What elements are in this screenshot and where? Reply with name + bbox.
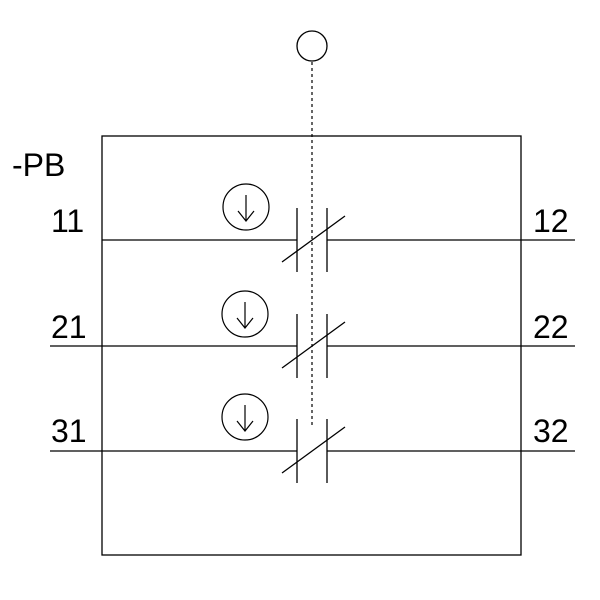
contact-bridge-1 (281, 215, 346, 263)
device-tag: -PB (12, 147, 65, 183)
contact-row-2: 21 22 (50, 290, 575, 378)
terminal-right-3: 32 (533, 413, 569, 449)
terminal-left-2: 21 (51, 309, 87, 345)
contact-bridge-2 (281, 321, 346, 369)
contact-bridge-3 (281, 426, 346, 474)
down-arrow-circle-icon (222, 183, 270, 231)
contact-row-3: 31 32 (50, 393, 575, 483)
contact-row-1: 11 12 (51, 183, 575, 272)
terminal-right-1: 12 (533, 203, 569, 239)
down-arrow-circle-icon (221, 393, 269, 441)
terminal-right-2: 22 (533, 309, 569, 345)
down-arrow-circle-icon (221, 290, 269, 338)
actuator-circle-icon (296, 30, 328, 62)
terminal-left-1: 11 (51, 203, 84, 239)
terminal-left-3: 31 (51, 413, 87, 449)
